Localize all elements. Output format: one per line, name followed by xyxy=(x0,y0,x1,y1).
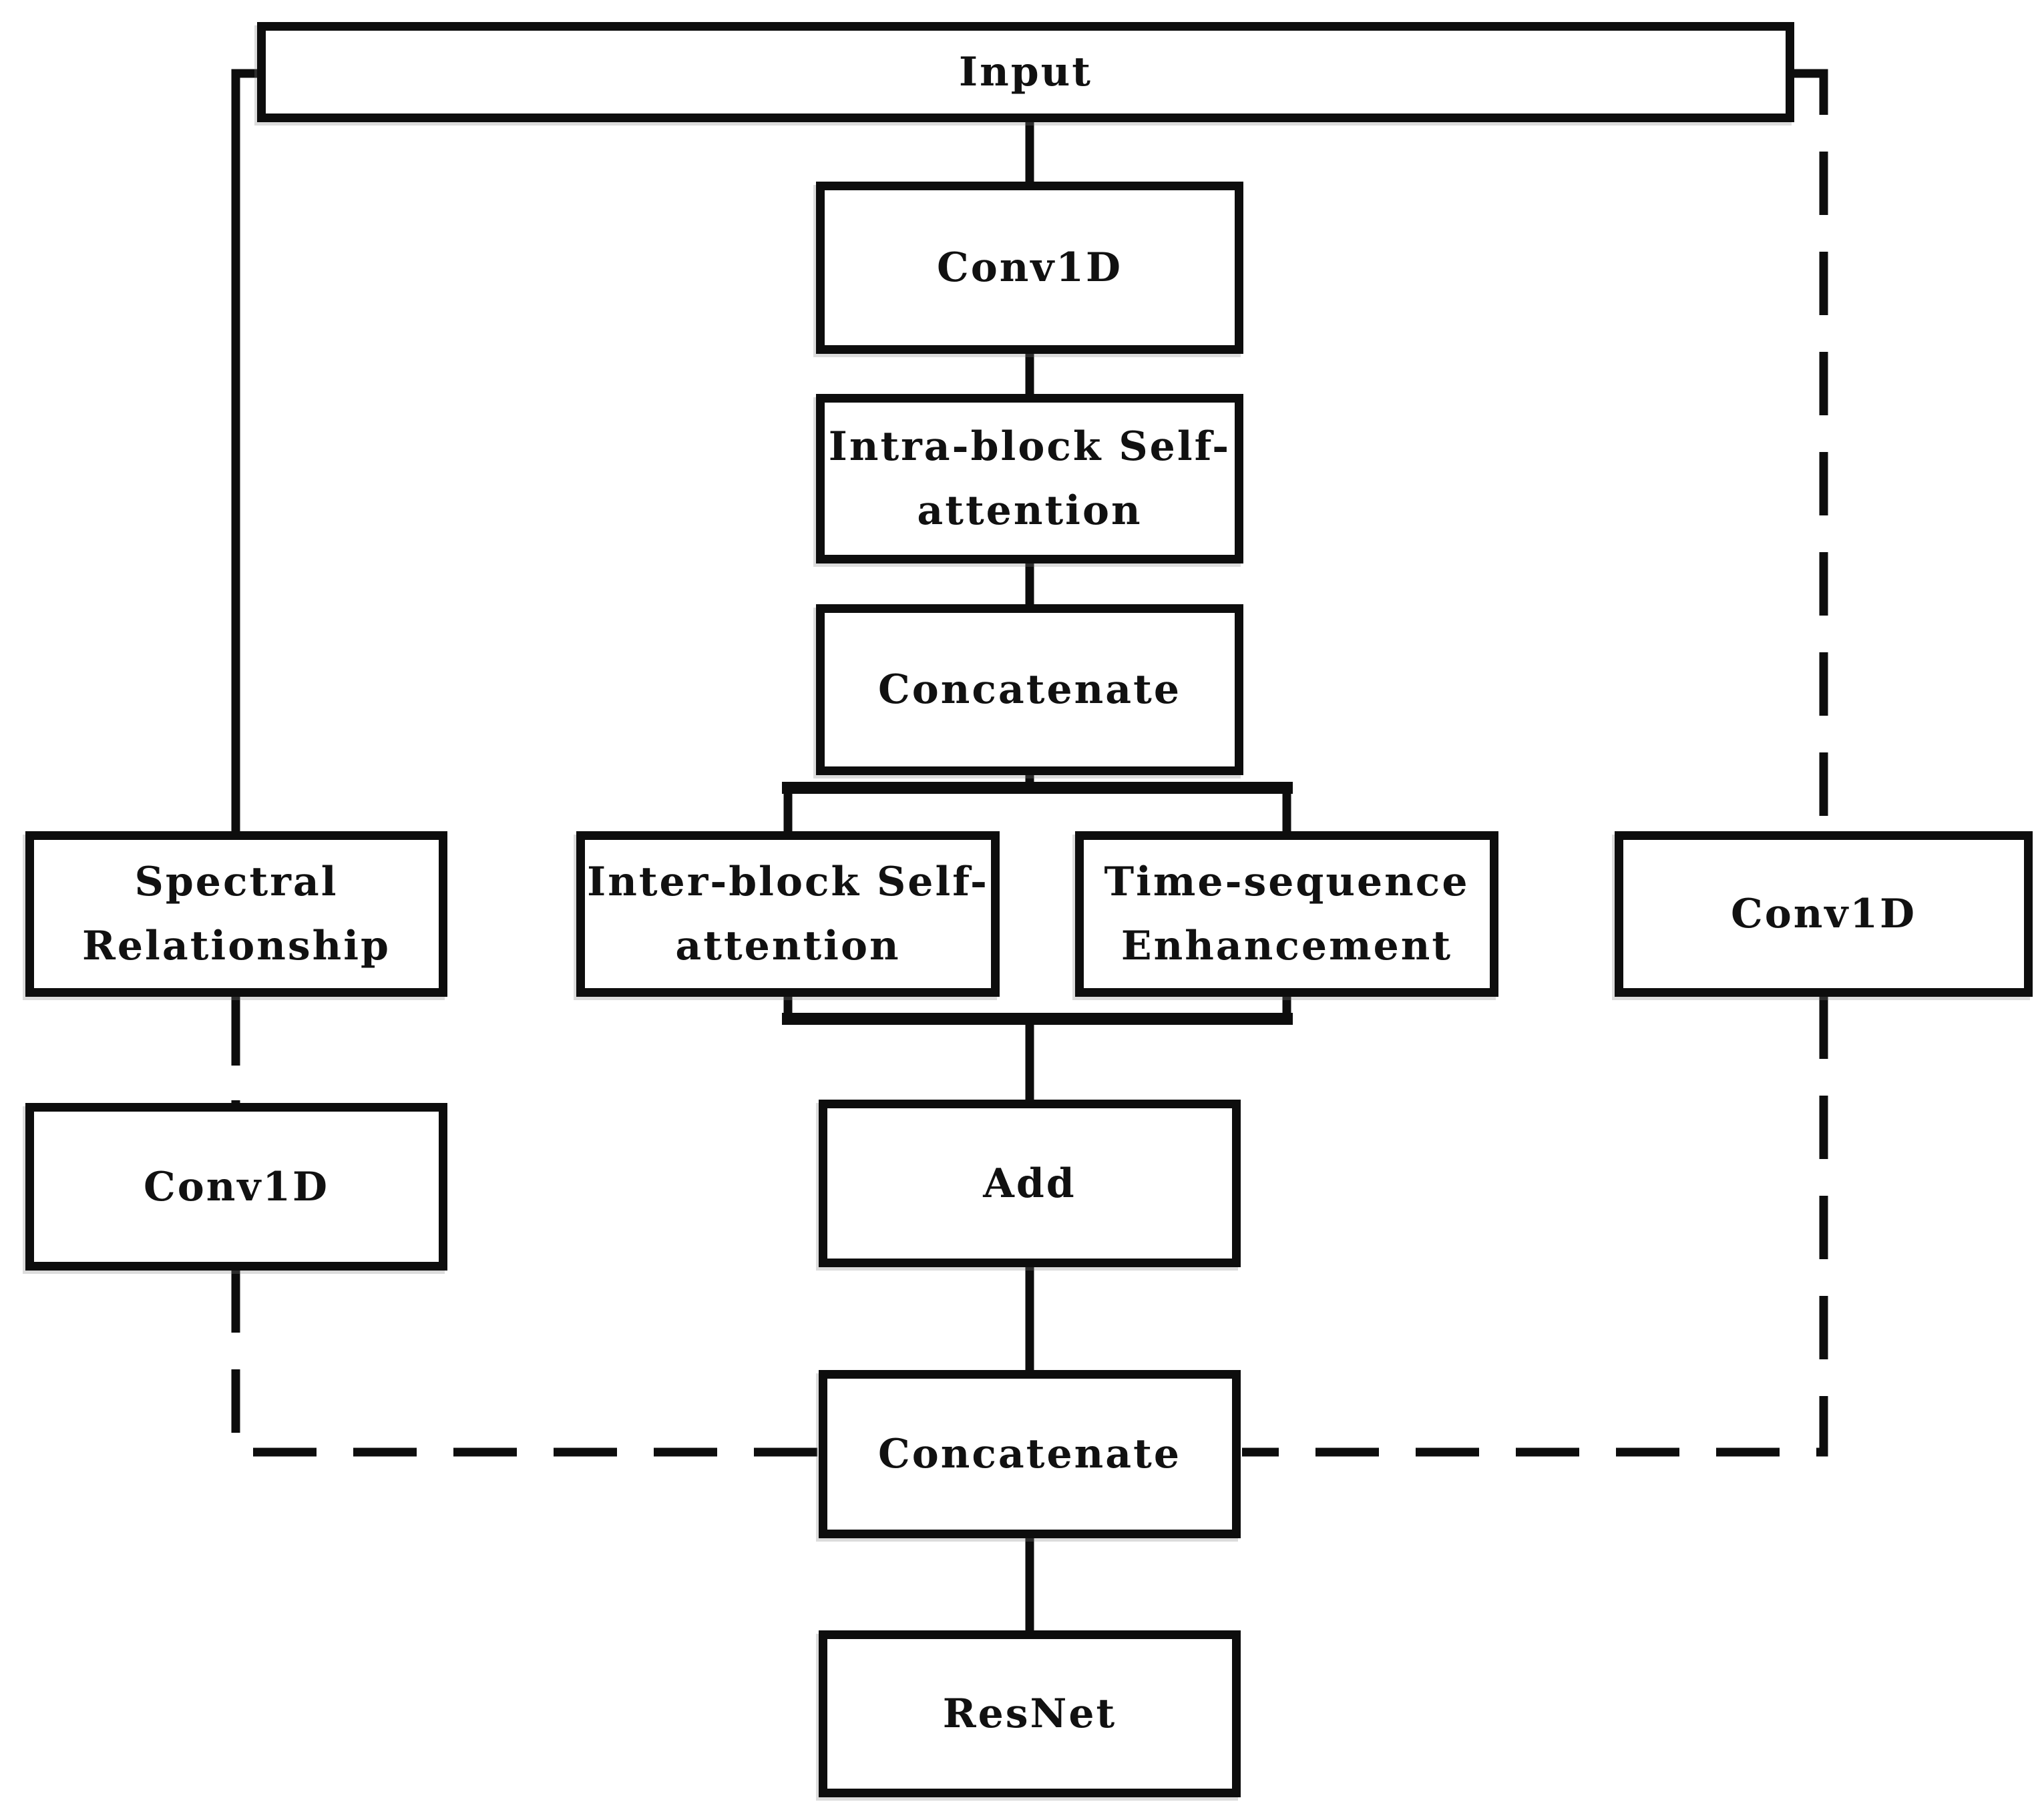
node-conv1d-right: Conv1D xyxy=(1615,831,2033,997)
node-concatenate-2-label: Concatenate xyxy=(877,1431,1182,1477)
node-inter-block-label-line2: attention xyxy=(675,923,901,969)
node-input: Input xyxy=(257,22,1794,122)
node-inter-block-self-attention: Inter-block Self- attention xyxy=(576,831,1000,997)
node-intra-block-label-line1: Intra-block Self- xyxy=(828,423,1231,470)
edge-input-to-spectral xyxy=(231,69,262,831)
node-spectral-relationship: Spectral Relationship xyxy=(25,831,447,997)
node-add: Add xyxy=(819,1100,1241,1267)
node-time-sequence-label-line1: Time-sequence xyxy=(1104,859,1470,905)
node-conv1d-left: Conv1D xyxy=(25,1103,447,1271)
node-conv1d-top: Conv1D xyxy=(816,182,1243,354)
node-time-sequence-enhancement: Time-sequence Enhancement xyxy=(1075,831,1498,997)
node-spectral-label-line1: Spectral xyxy=(134,859,339,905)
node-conv1d-top-label: Conv1D xyxy=(936,244,1123,291)
node-add-label: Add xyxy=(983,1160,1076,1207)
edge-input-right-elbow xyxy=(1794,69,1828,115)
node-spectral-label-line2: Relationship xyxy=(81,923,391,969)
node-concatenate-2: Concatenate xyxy=(819,1370,1241,1538)
node-conv1d-right-label: Conv1D xyxy=(1730,891,1917,937)
node-resnet-label: ResNet xyxy=(942,1690,1117,1737)
node-inter-block-label-line1: Inter-block Self- xyxy=(587,859,989,905)
node-resnet: ResNet xyxy=(819,1630,1241,1797)
node-concatenate-1-label: Concatenate xyxy=(877,666,1182,713)
node-concatenate-1: Concatenate xyxy=(816,604,1243,775)
node-time-sequence-label-line2: Enhancement xyxy=(1120,923,1453,969)
node-intra-block-self-attention: Intra-block Self- attention xyxy=(816,394,1243,563)
edge-conv1d-right-to-concat2 xyxy=(1242,995,1828,1457)
node-conv1d-left-label: Conv1D xyxy=(143,1163,330,1210)
node-intra-block-label-line2: attention xyxy=(917,487,1143,534)
node-input-label: Input xyxy=(959,49,1092,95)
edge-conv1d-left-to-concat2 xyxy=(231,1269,817,1457)
